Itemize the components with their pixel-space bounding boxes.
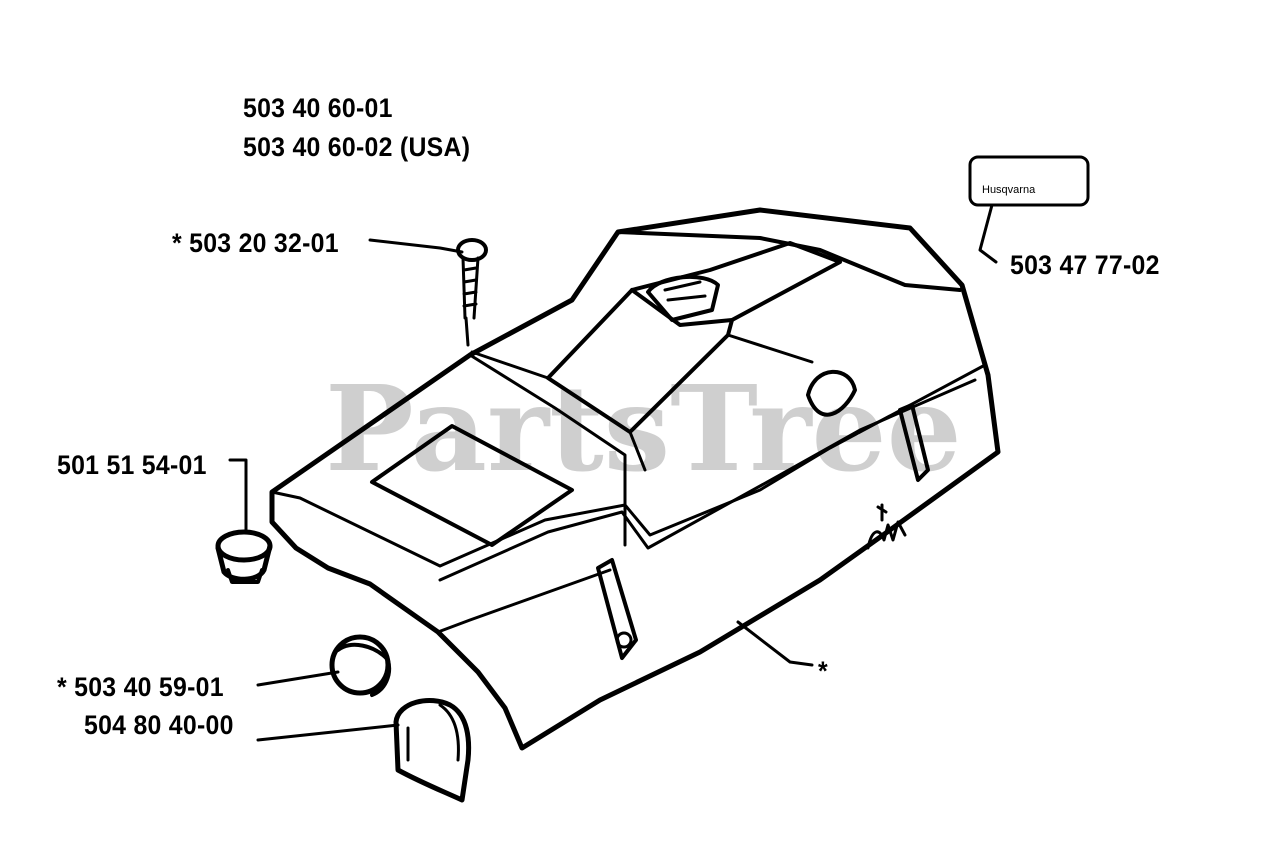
- callout-decal: 503 47 77-02: [1010, 250, 1160, 280]
- knob-base: [226, 568, 264, 584]
- hump-edge: [470, 333, 814, 472]
- callout-knob: 501 51 54-01: [57, 450, 207, 480]
- squiggle-mark: [866, 520, 907, 550]
- callout-main-cover-1: 503 40 60-01: [243, 93, 393, 123]
- decal-brand-text: Husqvarna: [982, 184, 1036, 196]
- side-slot: [596, 558, 638, 660]
- top-knob-detail: [663, 280, 707, 302]
- knob-top: [215, 529, 273, 563]
- leader-plug: [256, 670, 340, 687]
- plug-edge: [336, 642, 392, 697]
- screw-shaft: [461, 256, 480, 347]
- top-window: [370, 424, 574, 547]
- mid-surface-line: [438, 378, 977, 582]
- callout-screw: * 503 20 32-01: [172, 228, 339, 258]
- slot-hole: [615, 631, 633, 649]
- hump-ridge: [630, 241, 842, 327]
- callout-plug: * 503 40 59-01: [57, 672, 224, 702]
- side-tab: [898, 403, 930, 482]
- decal-plate: [968, 155, 1090, 207]
- side-round-cutout: [806, 369, 857, 417]
- cylinder-cover: [269, 207, 1001, 751]
- leader-cap: [256, 723, 400, 742]
- leader-knob: [228, 458, 248, 532]
- callout-main-cover-2: 503 40 60-02 (USA): [243, 132, 471, 162]
- callout-cover-marker: *: [818, 656, 828, 686]
- end-cap: [393, 698, 472, 803]
- top-knob: [646, 274, 720, 322]
- callout-cap: 504 80 40-00: [84, 710, 234, 740]
- leader-screw: [368, 238, 464, 254]
- leader-decal: [978, 203, 998, 264]
- end-cap-inner: [406, 703, 460, 762]
- small-mark: [876, 503, 888, 522]
- front-face-line: [468, 353, 627, 547]
- lower-band: [436, 568, 612, 634]
- leader-cover: [736, 620, 814, 667]
